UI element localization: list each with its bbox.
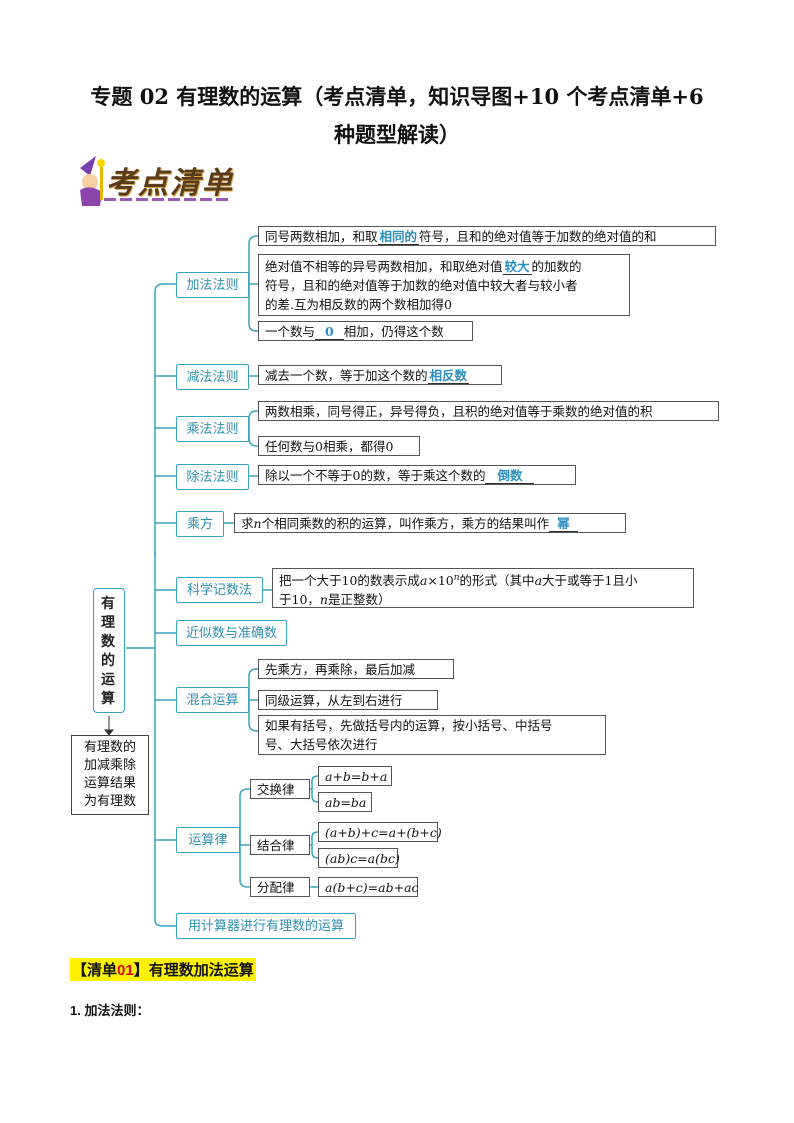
scientific-rule-l1a: 把一个大于10的数表示成 bbox=[279, 573, 420, 589]
power-rule-pre: 求 bbox=[241, 516, 254, 531]
subtraction-rule-blank: 相反数 bbox=[427, 368, 470, 384]
law-associative: 结合律 bbox=[250, 835, 310, 855]
addition-rule-1-pre: 同号两数相加，和取 bbox=[265, 229, 378, 244]
root-note-text: 有理数的加减乘除运算结果为有理数 bbox=[83, 740, 136, 809]
subtraction-rule-pre: 减去一个数，等于加这个数的 bbox=[265, 368, 428, 383]
section-heading: 【清单01】有理数加法运算 bbox=[70, 958, 256, 981]
addition-rule-3-blank: 0 bbox=[315, 324, 344, 340]
section-number: 01 bbox=[117, 962, 134, 979]
subtraction-rule: 减去一个数，等于加这个数的相反数 bbox=[258, 365, 502, 385]
wizard-mascot-icon bbox=[80, 156, 105, 206]
scientific-rule-l1b: 的形式（其中 bbox=[459, 573, 535, 589]
section-title: 有理数加法运算 bbox=[148, 962, 254, 979]
category-scientific-notation: 科学记数法 bbox=[176, 577, 263, 603]
banner-title: 考点清单 bbox=[106, 166, 234, 201]
power-rule: 求n个相同乘数的积的运算，叫作乘方，乘方的结果叫作幂 bbox=[234, 513, 626, 533]
law-commutative-formula-1: a+b=b+a bbox=[318, 766, 392, 786]
division-rule-blank: 倒数 bbox=[485, 468, 535, 484]
addition-rule-2-line1a: 绝对值不相等的异号两数相加，和取绝对值 bbox=[265, 259, 503, 274]
point-1-heading: 1. 加法法则： bbox=[70, 1003, 150, 1018]
category-power: 乘方 bbox=[176, 511, 224, 537]
division-rule: 除以一个不等于0的数，等于乘这个数的倒数 bbox=[258, 465, 576, 485]
scientific-rule-n: n bbox=[319, 592, 328, 608]
addition-rule-1: 同号两数相加，和取相同的符号，且和的绝对值等于加数的绝对值的和 bbox=[258, 226, 716, 246]
addition-rule-1-post: 符号，且和的绝对值等于加数的绝对值的和 bbox=[419, 229, 657, 244]
banner: 考点清单 bbox=[74, 152, 234, 208]
scientific-rule-a: a bbox=[419, 573, 428, 589]
section-bracket-close: 】 bbox=[133, 962, 149, 979]
scientific-rule-l2b: 是正整数） bbox=[327, 592, 391, 608]
mixed-rule-1: 先乘方，再乘除，最后加减 bbox=[258, 659, 454, 679]
addition-rule-3-pre: 一个数与 bbox=[265, 324, 316, 339]
category-subtraction: 减法法则 bbox=[176, 364, 249, 390]
law-associative-formula-2: (ab)c=a(bc) bbox=[318, 848, 400, 868]
division-rule-pre: 除以一个不等于0的数，等于乘这个数的 bbox=[265, 468, 486, 483]
mixed-rule-3-line1: 如果有括号，先做括号内的运算，按小括号、中括号 bbox=[265, 718, 553, 733]
root-node: 有理数的运算 bbox=[93, 588, 125, 713]
addition-rule-2-line3: 的差.互为相反数的两个数相加得0 bbox=[265, 297, 452, 312]
mixed-rule-3-line2: 号、大括号依次进行 bbox=[265, 737, 378, 752]
scientific-rule-l1c: 大于或等于1且小 bbox=[542, 573, 638, 589]
multiplication-rule-2: 任何数与0相乘，都得0 bbox=[258, 436, 420, 456]
addition-rule-2: 绝对值不相等的异号两数相加，和取绝对值较大的加数的 符号，且和的绝对值等于加数的… bbox=[258, 254, 630, 316]
category-addition: 加法法则 bbox=[176, 272, 249, 298]
law-distributive: 分配律 bbox=[250, 877, 310, 897]
page-title-line2: 种题型解读） bbox=[334, 122, 460, 147]
category-approximate-numbers: 近似数与准确数 bbox=[176, 620, 287, 646]
law-distributive-formula: a(b+c)=ab+ac bbox=[318, 877, 419, 897]
addition-rule-2-blank: 较大 bbox=[502, 259, 532, 275]
scientific-rule-l2a: 于10， bbox=[279, 592, 320, 608]
law-commutative: 交换律 bbox=[250, 779, 310, 799]
category-operation-laws: 运算律 bbox=[176, 827, 240, 853]
power-rule-mid: 个相同乘数的积的运算，叫作乘方，乘方的结果叫作 bbox=[261, 516, 550, 531]
addition-rule-3-post: 相加，仍得这个数 bbox=[343, 324, 444, 339]
power-rule-n: n bbox=[253, 516, 262, 531]
scientific-rule-a2: a bbox=[534, 573, 543, 589]
category-multiplication: 乘法法则 bbox=[176, 416, 249, 442]
scientific-rule-exp: n bbox=[453, 573, 460, 583]
power-rule-blank: 幂 bbox=[549, 516, 578, 532]
section-bracket-open: 【清单 bbox=[72, 962, 118, 979]
category-mixed-operations: 混合运算 bbox=[176, 687, 249, 713]
banner-underline bbox=[104, 198, 232, 201]
category-division: 除法法则 bbox=[176, 464, 249, 490]
scientific-rule-times: ×10 bbox=[427, 573, 454, 589]
addition-rule-2-line1b: 的加数的 bbox=[531, 259, 582, 274]
law-associative-formula-1: (a+b)+c=a+(b+c) bbox=[318, 822, 442, 842]
mixed-rule-2: 同级运算，从左到右进行 bbox=[258, 690, 438, 710]
addition-rule-2-line2: 符号，且和的绝对值等于加数的绝对值中较大者与较小者 bbox=[265, 278, 578, 293]
page-title-line1: 专题 02 有理数的运算（考点清单，知识导图+10 个考点清单+6 bbox=[90, 84, 704, 109]
addition-rule-1-blank: 相同的 bbox=[377, 229, 420, 245]
scientific-rule: 把一个大于10的数表示成a×10n的形式（其中a大于或等于1且小 于10，n是正… bbox=[272, 568, 694, 608]
root-label: 有理数的运算 bbox=[101, 596, 115, 707]
multiplication-rule-1: 两数相乘，同号得正，异号得负，且积的绝对值等于乘数的绝对值的积 bbox=[258, 401, 719, 421]
mixed-rule-3: 如果有括号，先做括号内的运算，按小括号、中括号 号、大括号依次进行 bbox=[258, 715, 606, 755]
law-commutative-formula-2: ab=ba bbox=[318, 792, 372, 812]
category-calculator: 用计算器进行有理数的运算 bbox=[176, 913, 356, 939]
root-note: 有理数的加减乘除运算结果为有理数 bbox=[71, 735, 149, 815]
